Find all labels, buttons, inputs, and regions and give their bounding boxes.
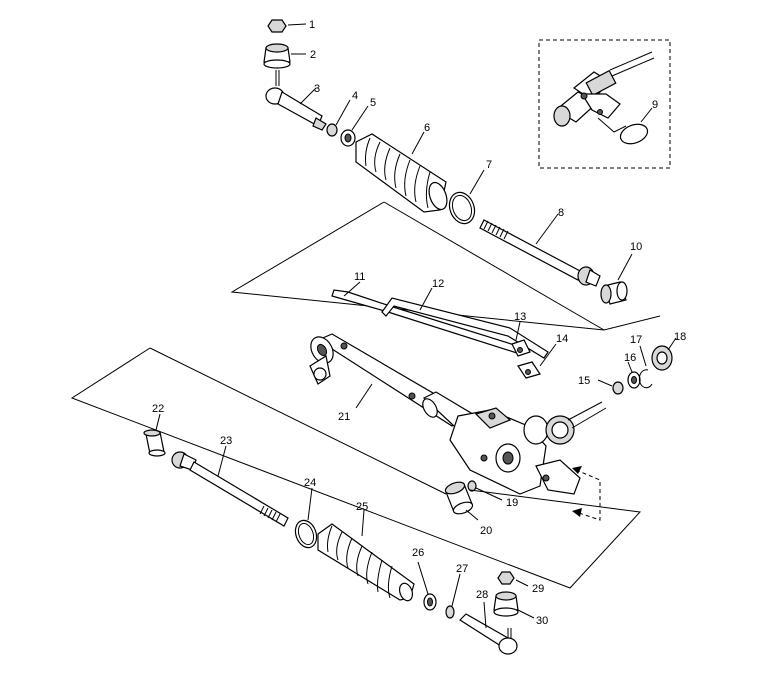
boot-clamp-part-5: 5 (340, 97, 376, 147)
callout-2: 2 (310, 49, 316, 61)
jam-nut-part-27: 27 (445, 563, 468, 619)
outer-tie-rod-end-part-3: 3 (265, 70, 327, 131)
fluid-line-part-12: 12 (381, 278, 549, 359)
seal-part-18: 18 (651, 331, 686, 371)
seal-part-15: 15 (578, 375, 624, 395)
nut-part-1: 1 (267, 19, 315, 33)
callout-19: 19 (506, 497, 518, 509)
o-ring-part-19: 19 (467, 480, 518, 509)
bushing-part-22: 22 (143, 403, 166, 457)
callout-30: 30 (536, 615, 548, 627)
callout-22: 22 (152, 403, 164, 415)
callout-5: 5 (370, 97, 376, 109)
detail-inset: 9 (538, 39, 671, 169)
callout-18: 18 (674, 331, 686, 343)
bushing-part-10: 10 (600, 241, 642, 305)
callout-25: 25 (356, 501, 368, 513)
flow-arrows (572, 466, 601, 521)
callout-1: 1 (309, 19, 315, 31)
dust-boot-part-30: 30 (493, 591, 548, 627)
callout-16: 16 (624, 352, 636, 364)
callout-17: 17 (630, 334, 642, 346)
seal-ring-part-9 (619, 123, 649, 145)
outer-tie-rod-end-part-28: 28 (459, 589, 518, 655)
callout-8: 8 (558, 207, 564, 219)
callout-7: 7 (486, 159, 492, 171)
callout-21: 21 (338, 411, 350, 423)
callout-6: 6 (424, 122, 430, 134)
callout-24: 24 (304, 477, 316, 489)
callout-12: 12 (432, 278, 444, 290)
callout-4: 4 (352, 90, 358, 102)
callout-13: 13 (514, 311, 526, 323)
washer-part-16: 16 (624, 352, 641, 389)
jam-nut-part-4: 4 (326, 90, 358, 137)
grouping-bracket-lower (70, 347, 642, 589)
callout-14: 14 (556, 333, 568, 345)
bellows-boot-part-6: 6 (355, 122, 448, 213)
fitting-part-14: 14 (517, 333, 568, 379)
ring-part-7: 7 (448, 159, 492, 225)
callout-26: 26 (412, 547, 424, 559)
callout-15: 15 (578, 375, 590, 387)
callout-11: 11 (354, 271, 365, 283)
bellows-boot-part-25: 25 (317, 501, 415, 602)
bushing-part-20: 20 (444, 481, 492, 537)
boot-clamp-part-26: 26 (412, 547, 437, 611)
ring-part-24: 24 (294, 477, 318, 549)
inner-tie-rod-part-8: 8 (479, 207, 601, 287)
callout-28: 28 (476, 589, 488, 601)
snap-ring-part-17: 17 (630, 334, 653, 389)
callout-20: 20 (480, 525, 492, 537)
grouping-bracket-upper (230, 201, 661, 331)
rack-housing-part-21: 21 (309, 333, 607, 495)
callout-9: 9 (652, 99, 658, 111)
callout-3: 3 (314, 83, 320, 95)
callout-23: 23 (220, 435, 232, 447)
callout-29: 29 (532, 583, 544, 595)
dust-boot-part-2: 2 (263, 43, 316, 69)
callout-10: 10 (630, 241, 642, 253)
fitting-part-13: 13 (511, 311, 531, 357)
callout-27: 27 (456, 563, 468, 575)
nut-part-29: 29 (497, 571, 544, 595)
inner-tie-rod-part-23: 23 (171, 435, 289, 527)
